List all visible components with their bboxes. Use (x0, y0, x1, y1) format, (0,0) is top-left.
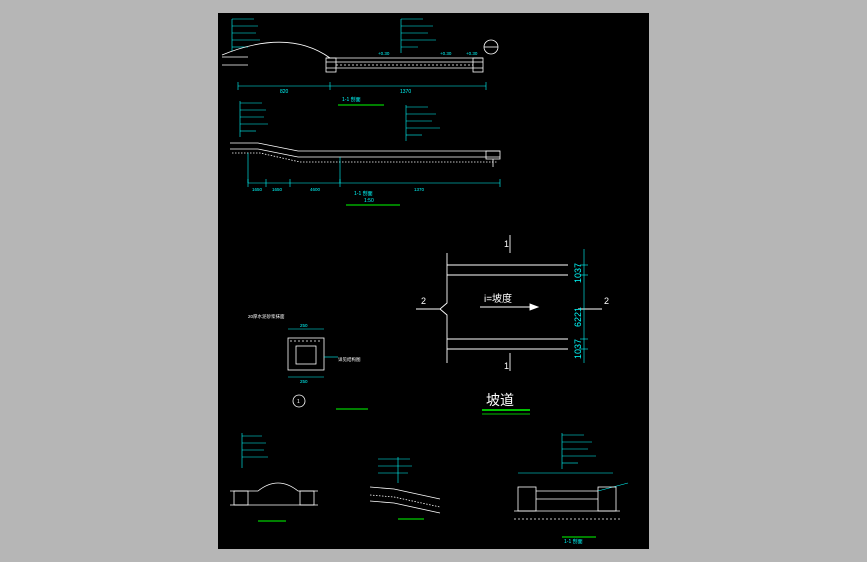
section-c-right (514, 433, 629, 538)
ramp-plan-dimension (580, 249, 588, 363)
ramp-title: 坡道 (486, 392, 514, 408)
cad-drawing-canvas: 820 1370 +0.30 +0.30 +0.30 1-1 剖面 1650 1… (221, 18, 629, 545)
section-c-caption: 1-1 剖面 (564, 538, 583, 545)
section-a (221, 18, 499, 106)
section-b-note-left (239, 101, 268, 137)
section-c-left (230, 433, 318, 522)
dim-top: 1037 (573, 263, 583, 283)
detail-box (287, 328, 368, 410)
drawing-sheet: 820 1370 +0.30 +0.30 +0.30 1-1 剖面 1650 1… (218, 13, 649, 549)
section-b-dimension (247, 153, 501, 187)
section-a-dimension (237, 82, 487, 90)
section-mark-1-bottom: 1 (504, 361, 509, 371)
section-a-level-1: +0.30 (378, 51, 390, 56)
section-a-dim-1: 820 (280, 89, 289, 95)
section-b (230, 101, 501, 206)
detail-dim-bottom: 250 (300, 379, 308, 384)
section-b-dim-4: 1370 (414, 187, 425, 192)
detail-dim-top: 250 (300, 323, 308, 328)
section-a-level-2: +0.30 (440, 51, 452, 56)
section-b-dim-1: 1650 (252, 187, 263, 192)
section-a-note-left (231, 18, 260, 51)
section-a-note-right (400, 18, 436, 53)
slope-label: i=坡度 (484, 292, 512, 305)
section-b-caption: 1-1 剖面 (354, 190, 373, 197)
section-c-mid (369, 457, 441, 520)
section-b-dim-2: 1650 (272, 187, 283, 192)
section-b-note-right (405, 105, 440, 141)
dim-mid: 6221 (573, 307, 583, 327)
section-a-level-3: +0.30 (466, 51, 478, 56)
section-b-scale: 1:50 (364, 198, 374, 204)
section-b-dim-3: 4600 (310, 187, 321, 192)
section-mark-2-left: 2 (421, 296, 426, 306)
detail-top-note: 20厚水泥砂浆抹面 (248, 313, 285, 320)
section-a-dim-2: 1370 (400, 89, 411, 95)
section-mark-1-top: 1 (504, 239, 509, 249)
section-a-caption: 1-1 剖面 (342, 96, 361, 103)
section-mark-2-right: 2 (604, 296, 609, 306)
ramp-plan (416, 235, 602, 415)
dim-bottom: 1037 (573, 339, 583, 359)
detail-circle-no: 1 (297, 399, 300, 405)
detail-side-note: 详见结构图 (338, 356, 361, 363)
